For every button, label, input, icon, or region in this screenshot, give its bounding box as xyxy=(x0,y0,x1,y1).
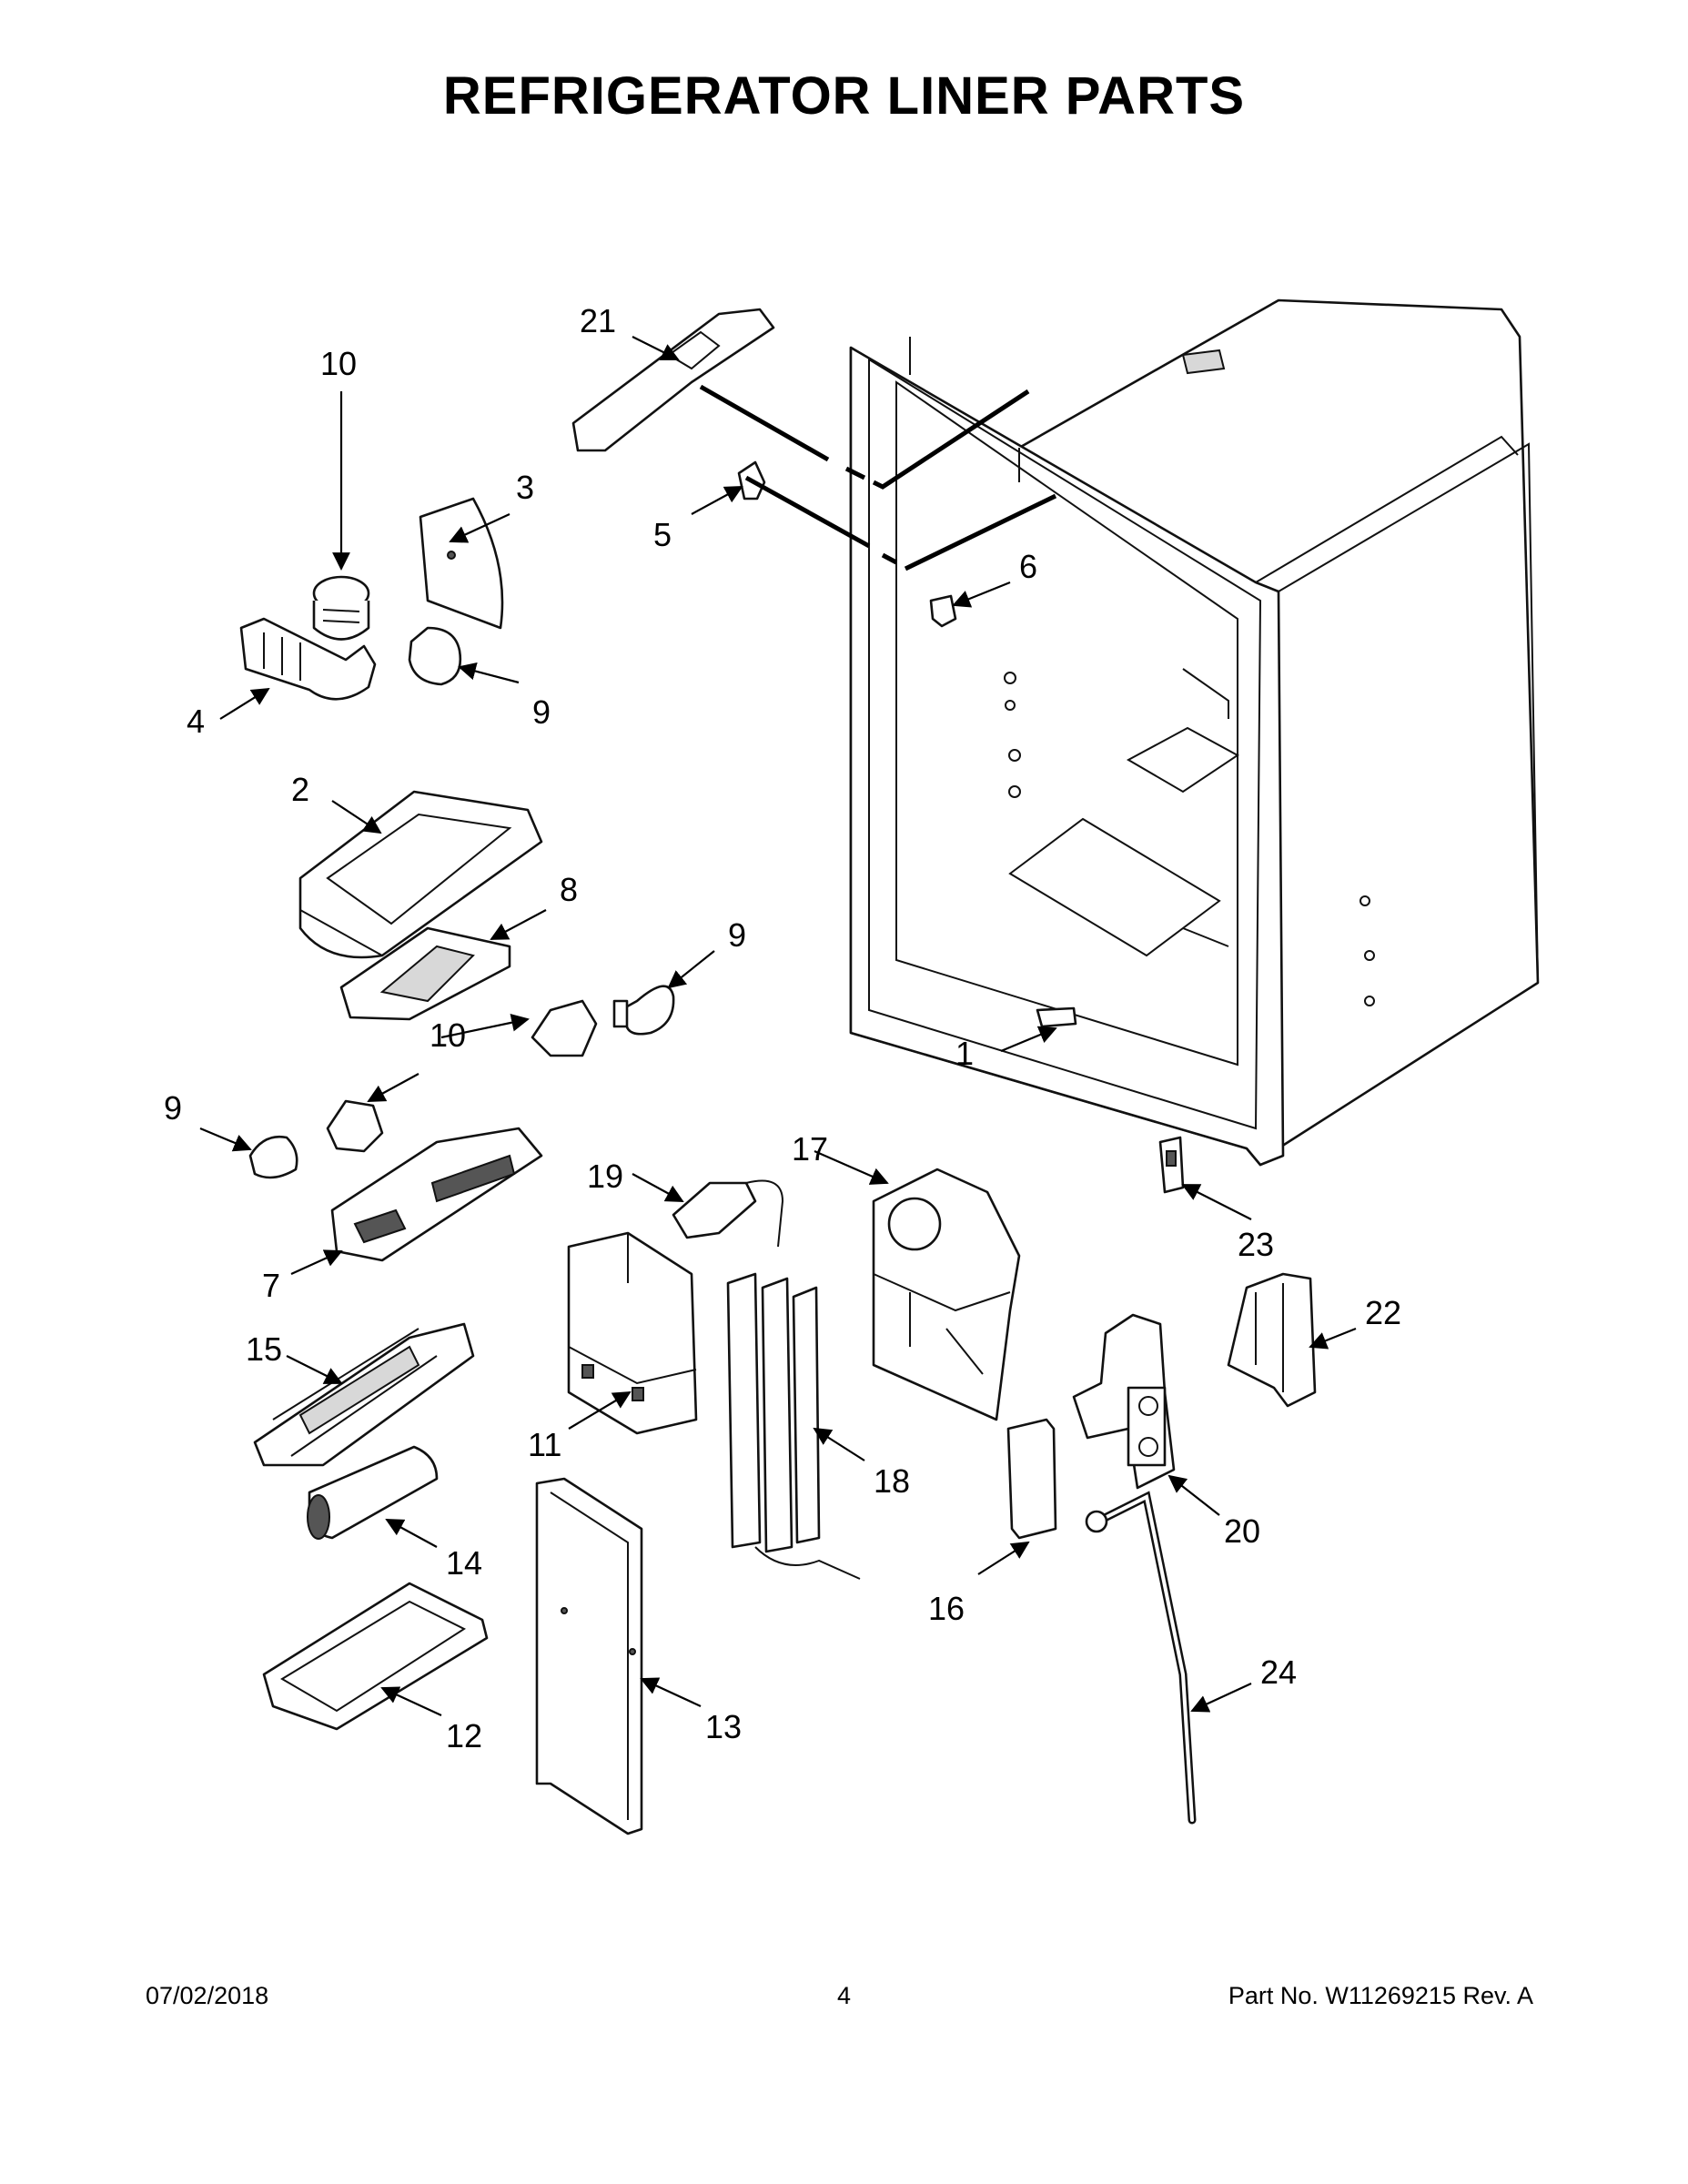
callout-23: 23 xyxy=(1238,1226,1274,1263)
callout-2: 2 xyxy=(291,771,309,808)
part-23-clip xyxy=(1158,1136,1185,1194)
callout-21: 21 xyxy=(580,302,616,339)
part-9-bulb-left xyxy=(248,1135,298,1179)
part-9-bulb-top xyxy=(408,626,462,686)
part-11-chute xyxy=(567,1231,698,1435)
part-2-housing xyxy=(298,790,543,959)
callout-20: 20 xyxy=(1224,1512,1260,1550)
part-16-bracket xyxy=(1006,1418,1057,1540)
callout-4: 4 xyxy=(187,703,205,740)
callout-14: 14 xyxy=(446,1544,482,1582)
part-22-bracket xyxy=(1227,1272,1317,1408)
part-1-liner xyxy=(849,298,1540,1167)
callout-labels: 1 2 3 4 5 6 7 8 9 9 9 10 10 11 12 13 14 … xyxy=(164,302,1401,1754)
callout-9-left: 9 xyxy=(164,1089,182,1127)
callout-1: 1 xyxy=(955,1035,974,1072)
part-12-drip-tray xyxy=(262,1582,489,1731)
callout-10-top: 10 xyxy=(320,345,357,382)
part-19-sensor xyxy=(672,1179,784,1248)
part-6-bracket xyxy=(929,594,957,628)
part-3-insulation xyxy=(419,497,504,630)
part-8-lens xyxy=(339,926,511,1021)
part-7-light-cover xyxy=(330,1127,543,1262)
assembly-lines xyxy=(699,384,1057,571)
callout-24: 24 xyxy=(1260,1653,1297,1691)
callout-13: 13 xyxy=(705,1708,742,1745)
callout-5: 5 xyxy=(653,516,672,553)
part-10-socket-mid xyxy=(531,999,598,1057)
part-13-trim xyxy=(535,1477,643,1835)
callout-18: 18 xyxy=(874,1462,910,1500)
leader-arrows xyxy=(199,336,1357,1716)
callout-6: 6 xyxy=(1019,548,1037,585)
callout-7: 7 xyxy=(262,1267,280,1304)
part-10-socket-top xyxy=(312,575,370,641)
part-24-water-tube xyxy=(1085,1491,1197,1825)
callout-9-top: 9 xyxy=(532,693,551,731)
part-21-cover xyxy=(571,308,775,452)
callout-19: 19 xyxy=(587,1158,623,1195)
callout-17: 17 xyxy=(792,1130,828,1168)
callout-16: 16 xyxy=(928,1590,965,1627)
part-4-light-shield xyxy=(239,617,377,701)
part-20-water-valve xyxy=(1072,1313,1176,1490)
callout-15: 15 xyxy=(246,1330,282,1368)
footer-part-number: Part No. W11269215 Rev. A xyxy=(1228,1982,1533,2009)
callout-11: 11 xyxy=(528,1426,561,1463)
callout-22: 22 xyxy=(1365,1294,1401,1331)
callout-9-mid: 9 xyxy=(728,916,746,954)
part-14-filter xyxy=(307,1445,439,1540)
part-socket-left xyxy=(326,1099,384,1153)
callout-12: 12 xyxy=(446,1717,482,1754)
part-9-bulb-mid xyxy=(612,985,675,1036)
callout-10-mid: 10 xyxy=(430,1016,466,1054)
callout-3: 3 xyxy=(516,469,534,506)
page-title: REFRIGERATOR LINER PARTS xyxy=(442,66,1246,126)
callout-8: 8 xyxy=(560,871,578,908)
part-15-filter-housing xyxy=(253,1322,475,1467)
part-17-dispenser-housing xyxy=(872,1168,1021,1421)
footer-page-number: 4 xyxy=(836,1982,852,2009)
part-18-heater xyxy=(726,1272,861,1580)
footer-date: 07/02/2018 xyxy=(146,1982,269,2009)
